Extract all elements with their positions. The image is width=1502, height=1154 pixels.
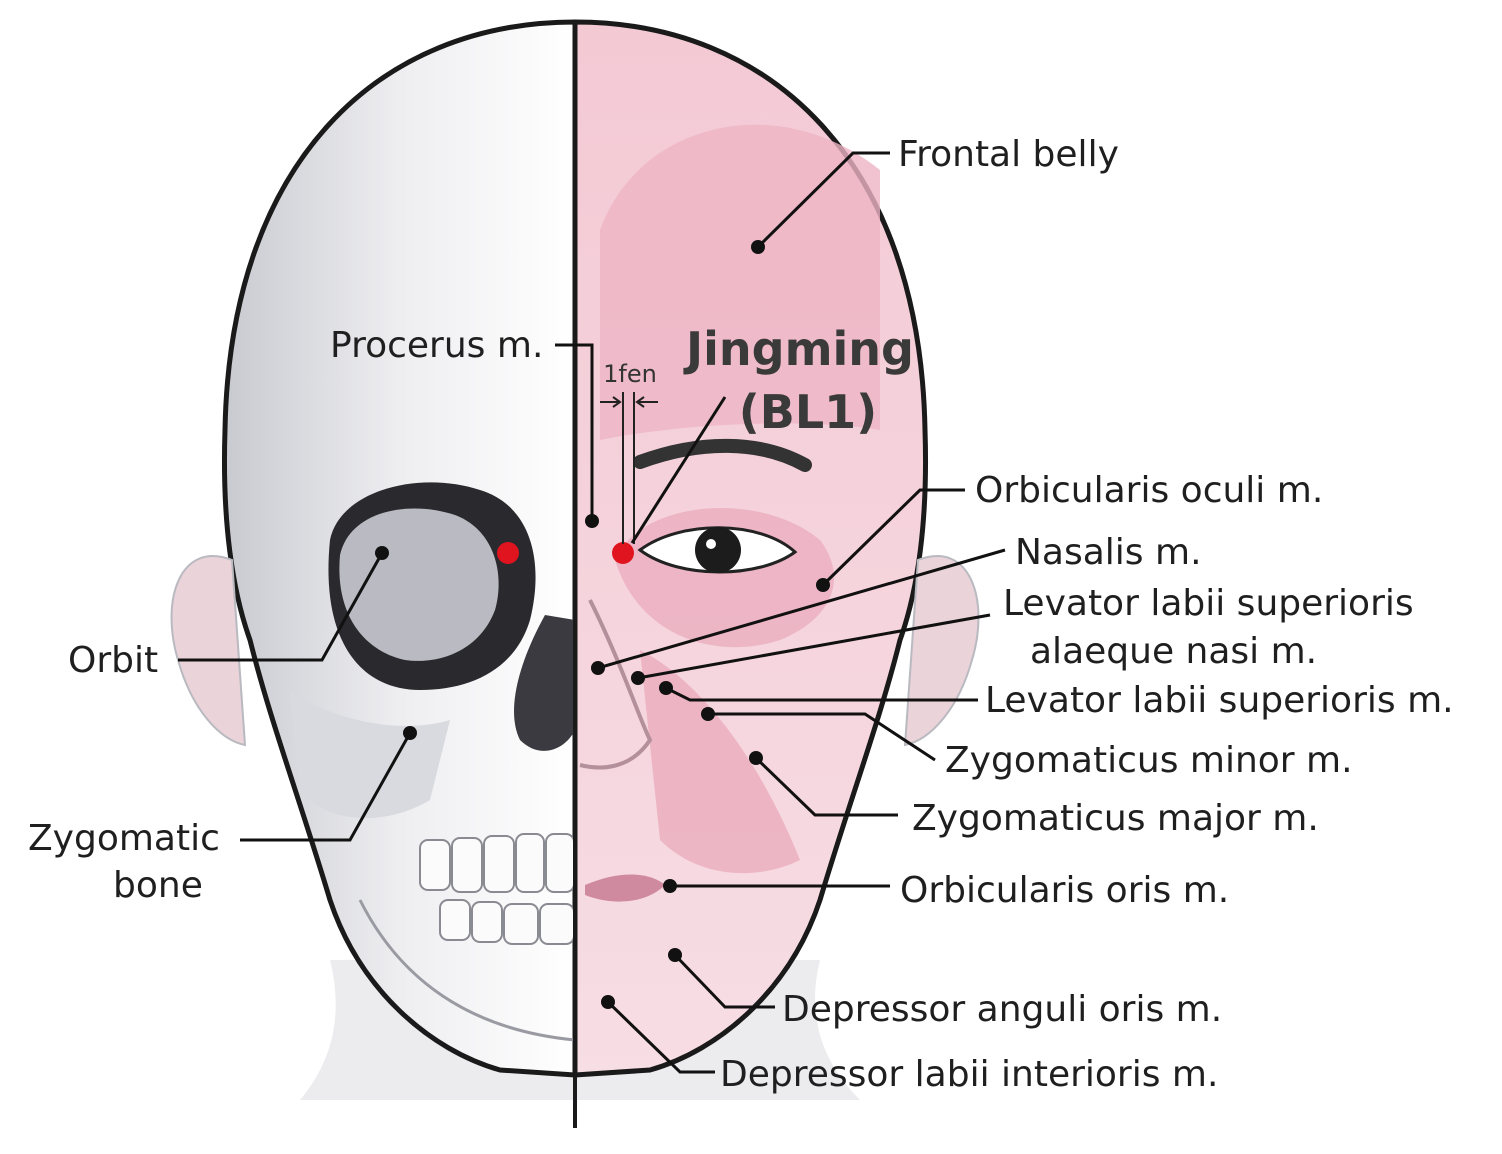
label-orbicularis-oris: Orbicularis oris m. [900, 870, 1229, 911]
skull-half [170, 19, 575, 1078]
depressor-labii-leader [606, 1000, 715, 1074]
label-depressor-labii: Depressor labii interioris m. [720, 1054, 1218, 1095]
muscle-half [575, 19, 980, 1078]
cheek-muscle [640, 650, 800, 874]
label-depressor-anguli: Depressor anguli oris m. [782, 989, 1222, 1030]
nasal-cavity [514, 615, 575, 751]
right-ear [903, 555, 980, 747]
label-zygomaticus-minor: Zygomaticus minor m. [945, 740, 1353, 781]
label-procerus: Procerus m. [330, 325, 543, 366]
distance-marker: 1fen [600, 360, 658, 544]
orbit-leader [178, 552, 384, 662]
label-levator-alaeque-line2: alaeque nasi m. [1030, 631, 1317, 672]
label-nasalis: Nasalis m. [1015, 532, 1202, 573]
acupoint-marker-left [497, 542, 519, 564]
label-zygomaticus-major: Zygomaticus major m. [912, 798, 1319, 839]
teeth [419, 833, 575, 945]
label-zygomatic-line2: bone [113, 865, 203, 906]
label-orbicularis-oculi: Orbicularis oculi m. [975, 470, 1323, 511]
label-levator-superioris: Levator labii superioris m. [985, 680, 1454, 721]
eyebrow [633, 438, 812, 472]
zygomaticus-major-leader [754, 756, 898, 817]
label-orbit: Orbit [68, 640, 158, 681]
left-ear [170, 555, 247, 747]
frontal-belly-leader [756, 151, 890, 249]
mouth [585, 874, 665, 902]
label-levator-alaeque-line1: Levator labii superioris [1003, 583, 1414, 624]
cheek-bone [290, 690, 450, 819]
acupoint-code: (BL1) [739, 385, 877, 439]
distance-label: 1fen [603, 360, 657, 388]
label-frontal-belly: Frontal belly [898, 134, 1119, 175]
frontal-muscle [600, 124, 880, 441]
zygomaticus-minor-leader [708, 712, 936, 762]
orbicularis-oculi-leader [821, 488, 965, 587]
nasalis-leader [597, 548, 1006, 670]
acupoint-marker-right [612, 542, 634, 564]
levator-alaeque-leader [637, 613, 991, 680]
procerus-leader [555, 343, 594, 521]
nose [579, 599, 653, 770]
levator-superioris-leader [665, 686, 978, 702]
label-zygomatic-line1: Zygomatic [28, 818, 220, 859]
acupoint-name: Jingming [683, 322, 914, 376]
acupoint-leader [630, 396, 727, 544]
zygomatic-bone-leader [240, 732, 412, 842]
depressor-anguli-leader [673, 953, 775, 1009]
